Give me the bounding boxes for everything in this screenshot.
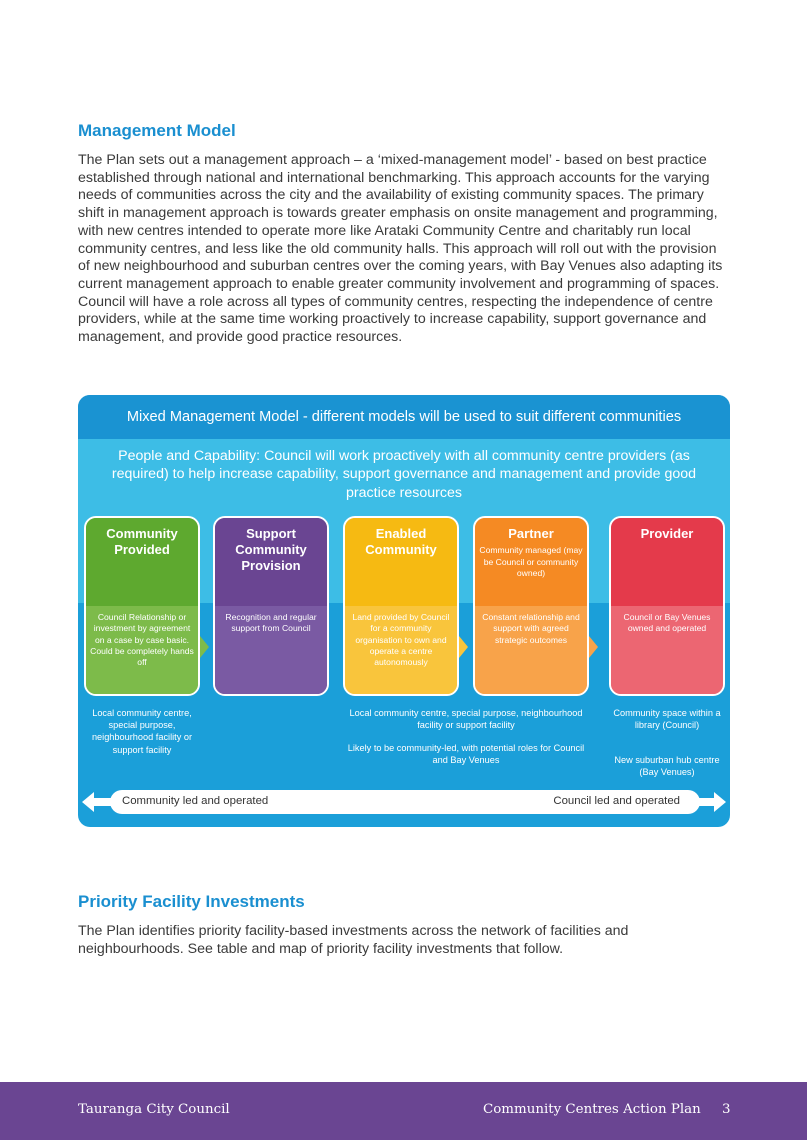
model-header: Support Community Provision	[215, 518, 327, 606]
model-enabled-community: Enabled Community Land provided by Counc…	[343, 516, 459, 696]
model-description: Recognition and regular support from Cou…	[215, 606, 327, 694]
connector-arrow-3	[589, 636, 598, 658]
diagram-title: Mixed Management Model - different model…	[78, 395, 730, 439]
connector-arrow-1	[200, 636, 209, 658]
model-title: Enabled Community	[365, 526, 437, 557]
management-model-paragraph: The Plan sets out a management approach …	[78, 152, 723, 346]
note-enabled-partner-roles: Likely to be community-led, with potenti…	[347, 743, 585, 766]
model-header: Community Provided	[86, 518, 198, 606]
note-provider-library: Community space within a library (Counci…	[613, 708, 721, 731]
scale-left-label: Community led and operated	[122, 795, 269, 807]
priority-investments-paragraph: The Plan identifies priority facility-ba…	[78, 923, 629, 957]
model-description: Land provided by Council for a community…	[345, 606, 457, 694]
scale-right-label: Council led and operated	[553, 795, 680, 807]
model-description: Council Relationship or investment by ag…	[86, 606, 198, 694]
model-partner: Partner Community managed (may be Counci…	[473, 516, 589, 696]
page-number: 3	[722, 1102, 731, 1117]
footer-organisation: Tauranga City Council	[78, 1102, 230, 1117]
model-title: Support Community Provision	[235, 526, 307, 573]
model-description: Constant relationship and support with a…	[475, 606, 587, 694]
management-scale-bar: Community led and operated Council led a…	[110, 790, 700, 814]
model-header: Provider	[611, 518, 723, 606]
footer-document-title: Community Centres Action Plan	[483, 1102, 701, 1117]
right-arrow-icon	[690, 792, 726, 812]
model-subtitle: Community managed (may be Council or com…	[479, 545, 583, 578]
model-support-community-provision: Support Community Provision Recognition …	[213, 516, 329, 696]
management-model-heading: Management Model	[78, 121, 236, 140]
people-capability-text: People and Capability: Council will work…	[111, 448, 697, 501]
model-title: Community Provided	[106, 526, 178, 557]
model-description: Council or Bay Venues owned and operated	[611, 606, 723, 694]
left-arrow-icon	[82, 792, 118, 812]
note-community-provided: Local community centre, special purpose,…	[91, 708, 193, 755]
model-community-provided: Community Provided Council Relationship …	[84, 516, 200, 696]
note-enabled-partner: Local community centre, special purpose,…	[349, 708, 583, 731]
model-header: Partner Community managed (may be Counci…	[475, 518, 587, 606]
page-footer: Tauranga City Council Community Centres …	[0, 1082, 807, 1140]
priority-investments-heading: Priority Facility Investments	[78, 892, 305, 911]
model-header: Enabled Community	[345, 518, 457, 606]
model-title: Provider	[640, 526, 694, 541]
mixed-management-diagram: Mixed Management Model - different model…	[78, 395, 730, 827]
model-provider: Provider Council or Bay Venues owned and…	[609, 516, 725, 696]
note-provider-hub: New suburban hub centre (Bay Venues)	[614, 755, 720, 778]
model-title: Partner	[508, 526, 554, 541]
connector-arrow-2	[459, 636, 468, 658]
